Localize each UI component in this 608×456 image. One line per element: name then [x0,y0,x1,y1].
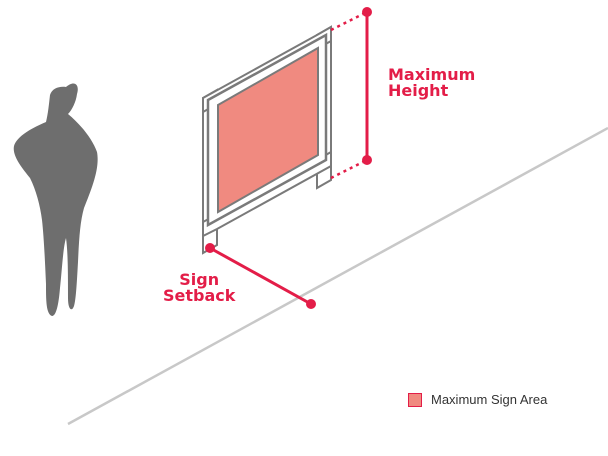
dimension-dot-icon [362,7,372,17]
person-silhouette-icon [13,83,98,316]
legend: Maximum Sign Area [408,392,547,407]
legend-label: Maximum Sign Area [431,392,548,407]
setback-dimension-line [209,246,312,306]
maximum-height-label-line2: Height [388,81,449,100]
height-extension-bottom [330,158,368,180]
sign-setback-label-line2: Setback [163,286,236,305]
legend-swatch [408,392,422,407]
dimension-dot-icon [306,299,316,309]
height-extension-top [330,10,368,32]
property-line [67,126,608,426]
dimension-dot-icon [362,155,372,165]
maximum-height-label-line1: Maximum [388,65,476,84]
sign-area [217,46,319,214]
maximum-height-label: Maximum Height [388,67,475,99]
sign-setback-label: Sign Setback [163,272,235,304]
sign-setback-label-line1: Sign [179,270,220,289]
dimension-dot-icon [205,243,215,253]
